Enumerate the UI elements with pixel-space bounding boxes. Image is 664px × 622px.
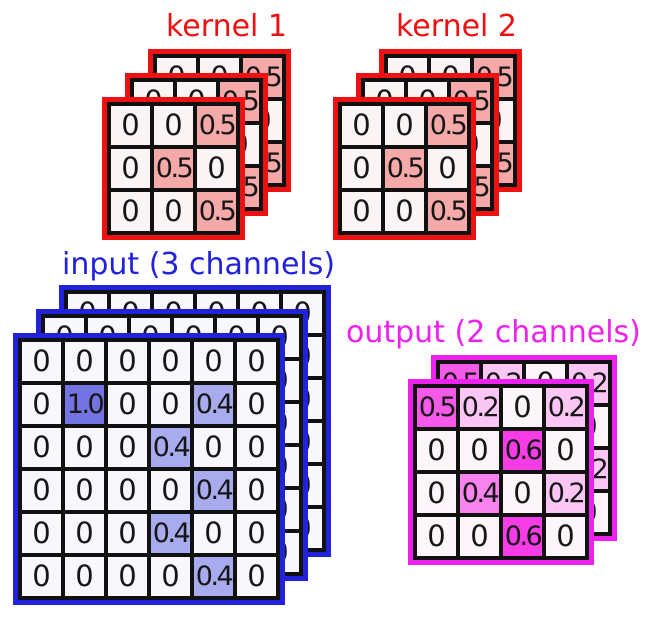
kernel1-stack: 000.500.50000.5000.500.50000.5000.500.50… (102, 49, 292, 240)
matrix-cell: 0.5 (385, 149, 425, 188)
output-label: output (2 channels) (346, 315, 641, 350)
matrix-cell: 0 (428, 149, 467, 188)
matrix-cell: 0 (65, 342, 104, 381)
matrix-cell: 0.2 (546, 474, 586, 513)
matrix-cell: 0 (108, 428, 147, 467)
matrix-cell: 0.4 (194, 385, 234, 424)
matrix-cell: 0 (151, 557, 190, 596)
matrix-cell: 0 (108, 342, 147, 381)
kernel2-stack: 000.500.50000.5000.500.50000.5000.500.50… (333, 49, 523, 240)
matrix-cell: 0 (22, 557, 61, 596)
matrix-cell: 0 (22, 385, 61, 424)
matrix-cell: 0 (194, 342, 233, 381)
matrix-cell: 0 (237, 471, 276, 510)
matrix-cell: 0 (417, 431, 456, 470)
matrix-cell: 0 (111, 149, 150, 188)
matrix-cell: 0 (154, 192, 193, 231)
matrix-cell: 0 (237, 342, 276, 381)
matrix-cell: 0 (460, 431, 499, 470)
matrix-cell: 0 (22, 514, 61, 553)
input-label: input (3 channels) (62, 247, 336, 282)
matrix-cell: 0 (22, 342, 61, 381)
matrix-cell: 1.0 (65, 385, 105, 424)
matrix-cell: 0 (237, 385, 276, 424)
matrix-cell: 0 (151, 385, 190, 424)
matrix-cell: 0 (460, 517, 499, 556)
matrix-cell: 0 (503, 388, 542, 427)
matrix-cell: 0.6 (503, 517, 543, 556)
matrix-cell: 0 (111, 106, 150, 145)
matrix-cell: 0 (237, 514, 276, 553)
matrix-cell: 0 (546, 431, 585, 470)
output-stack: 0.50.200.2000.6000.400.2000.600.50.200.2… (408, 355, 618, 566)
matrix-cell: 0 (65, 428, 104, 467)
matrix-cell: 0 (237, 428, 276, 467)
matrix-cell: 0.4 (460, 474, 500, 513)
matrix-cell: 0 (108, 385, 147, 424)
matrix-cell: 0 (417, 474, 456, 513)
matrix-cell: 0 (154, 106, 193, 145)
matrix-cell: 0 (194, 514, 233, 553)
matrix-cell: 0 (151, 471, 190, 510)
matrix-cell: 0 (237, 557, 276, 596)
matrix-cell: 0 (108, 471, 147, 510)
matrix-cell: 0 (546, 517, 585, 556)
matrix-cell: 0.6 (503, 431, 543, 470)
matrix-cell: 0 (385, 192, 424, 231)
matrix-cell: 0 (194, 428, 233, 467)
matrix-cell: 0 (417, 517, 456, 556)
matrix-cell: 0.5 (154, 149, 194, 188)
matrix-cell: 0.4 (194, 557, 234, 596)
matrix-cell: 0.4 (151, 514, 191, 553)
matrix-cell: 0.2 (460, 388, 500, 427)
matrix-cell: 0.2 (546, 388, 586, 427)
matrix-cell: 0 (342, 192, 381, 231)
matrix-cell: 0.4 (151, 428, 191, 467)
kernel2-label: kernel 2 (396, 9, 517, 44)
matrix-cell: 0 (385, 106, 424, 145)
matrix-cell: 0 (197, 149, 236, 188)
matrix-cell: 0.4 (194, 471, 234, 510)
matrix-cell: 0 (111, 192, 150, 231)
matrix-cell: 0 (342, 106, 381, 145)
matrix-cell: 0 (22, 471, 61, 510)
matrix-cell: 0.5 (417, 388, 457, 427)
matrix-cell: 0.5 (428, 106, 468, 145)
matrix-cell: 0 (65, 557, 104, 596)
matrix-cell: 0 (65, 514, 104, 553)
matrix-cell: 0.5 (428, 192, 468, 231)
matrix-cell: 0.5 (197, 192, 237, 231)
kernel1-label: kernel 1 (166, 9, 287, 44)
matrix-cell: 0 (65, 471, 104, 510)
matrix-cell: 0 (22, 428, 61, 467)
matrix-cell: 0 (342, 149, 381, 188)
matrix-cell: 0 (108, 557, 147, 596)
matrix-cell: 0 (503, 474, 542, 513)
matrix-cell: 0 (108, 514, 147, 553)
matrix-cell: 0.5 (197, 106, 237, 145)
matrix-cell: 0 (151, 342, 190, 381)
